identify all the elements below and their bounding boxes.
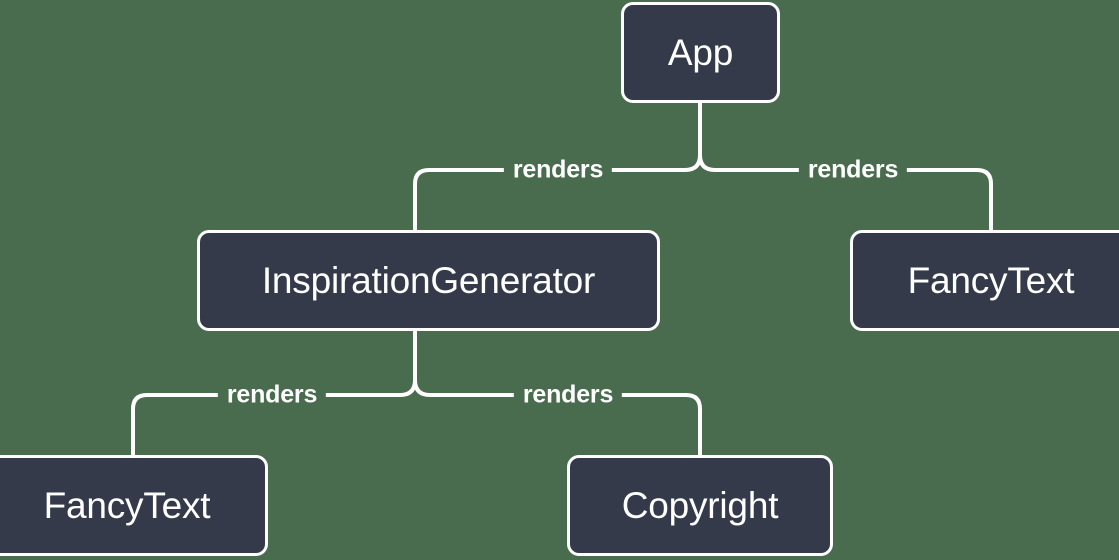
- node-app-label: App: [667, 31, 734, 73]
- node-copyright[interactable]: Copyright: [567, 455, 833, 556]
- node-fancytext-right-label: FancyText: [907, 259, 1075, 301]
- node-copyright-label: Copyright: [621, 484, 779, 526]
- node-inspiration-generator[interactable]: InspirationGenerator: [197, 230, 660, 331]
- edge-label-app-to-fancytext-right: renders: [798, 157, 908, 183]
- node-app[interactable]: App: [621, 2, 780, 103]
- node-fancytext-bottom-label: FancyText: [43, 484, 211, 526]
- node-fancytext-right[interactable]: FancyText: [850, 230, 1119, 331]
- edge-label-inspiration-generator-to-fancytext-bottom: renders: [217, 382, 327, 408]
- node-fancytext-bottom[interactable]: FancyText: [0, 455, 268, 556]
- edge-label-inspiration-generator-to-copyright: renders: [513, 382, 623, 408]
- node-inspiration-generator-label: InspirationGenerator: [261, 259, 596, 301]
- edge-label-app-to-inspiration-generator: renders: [503, 157, 613, 183]
